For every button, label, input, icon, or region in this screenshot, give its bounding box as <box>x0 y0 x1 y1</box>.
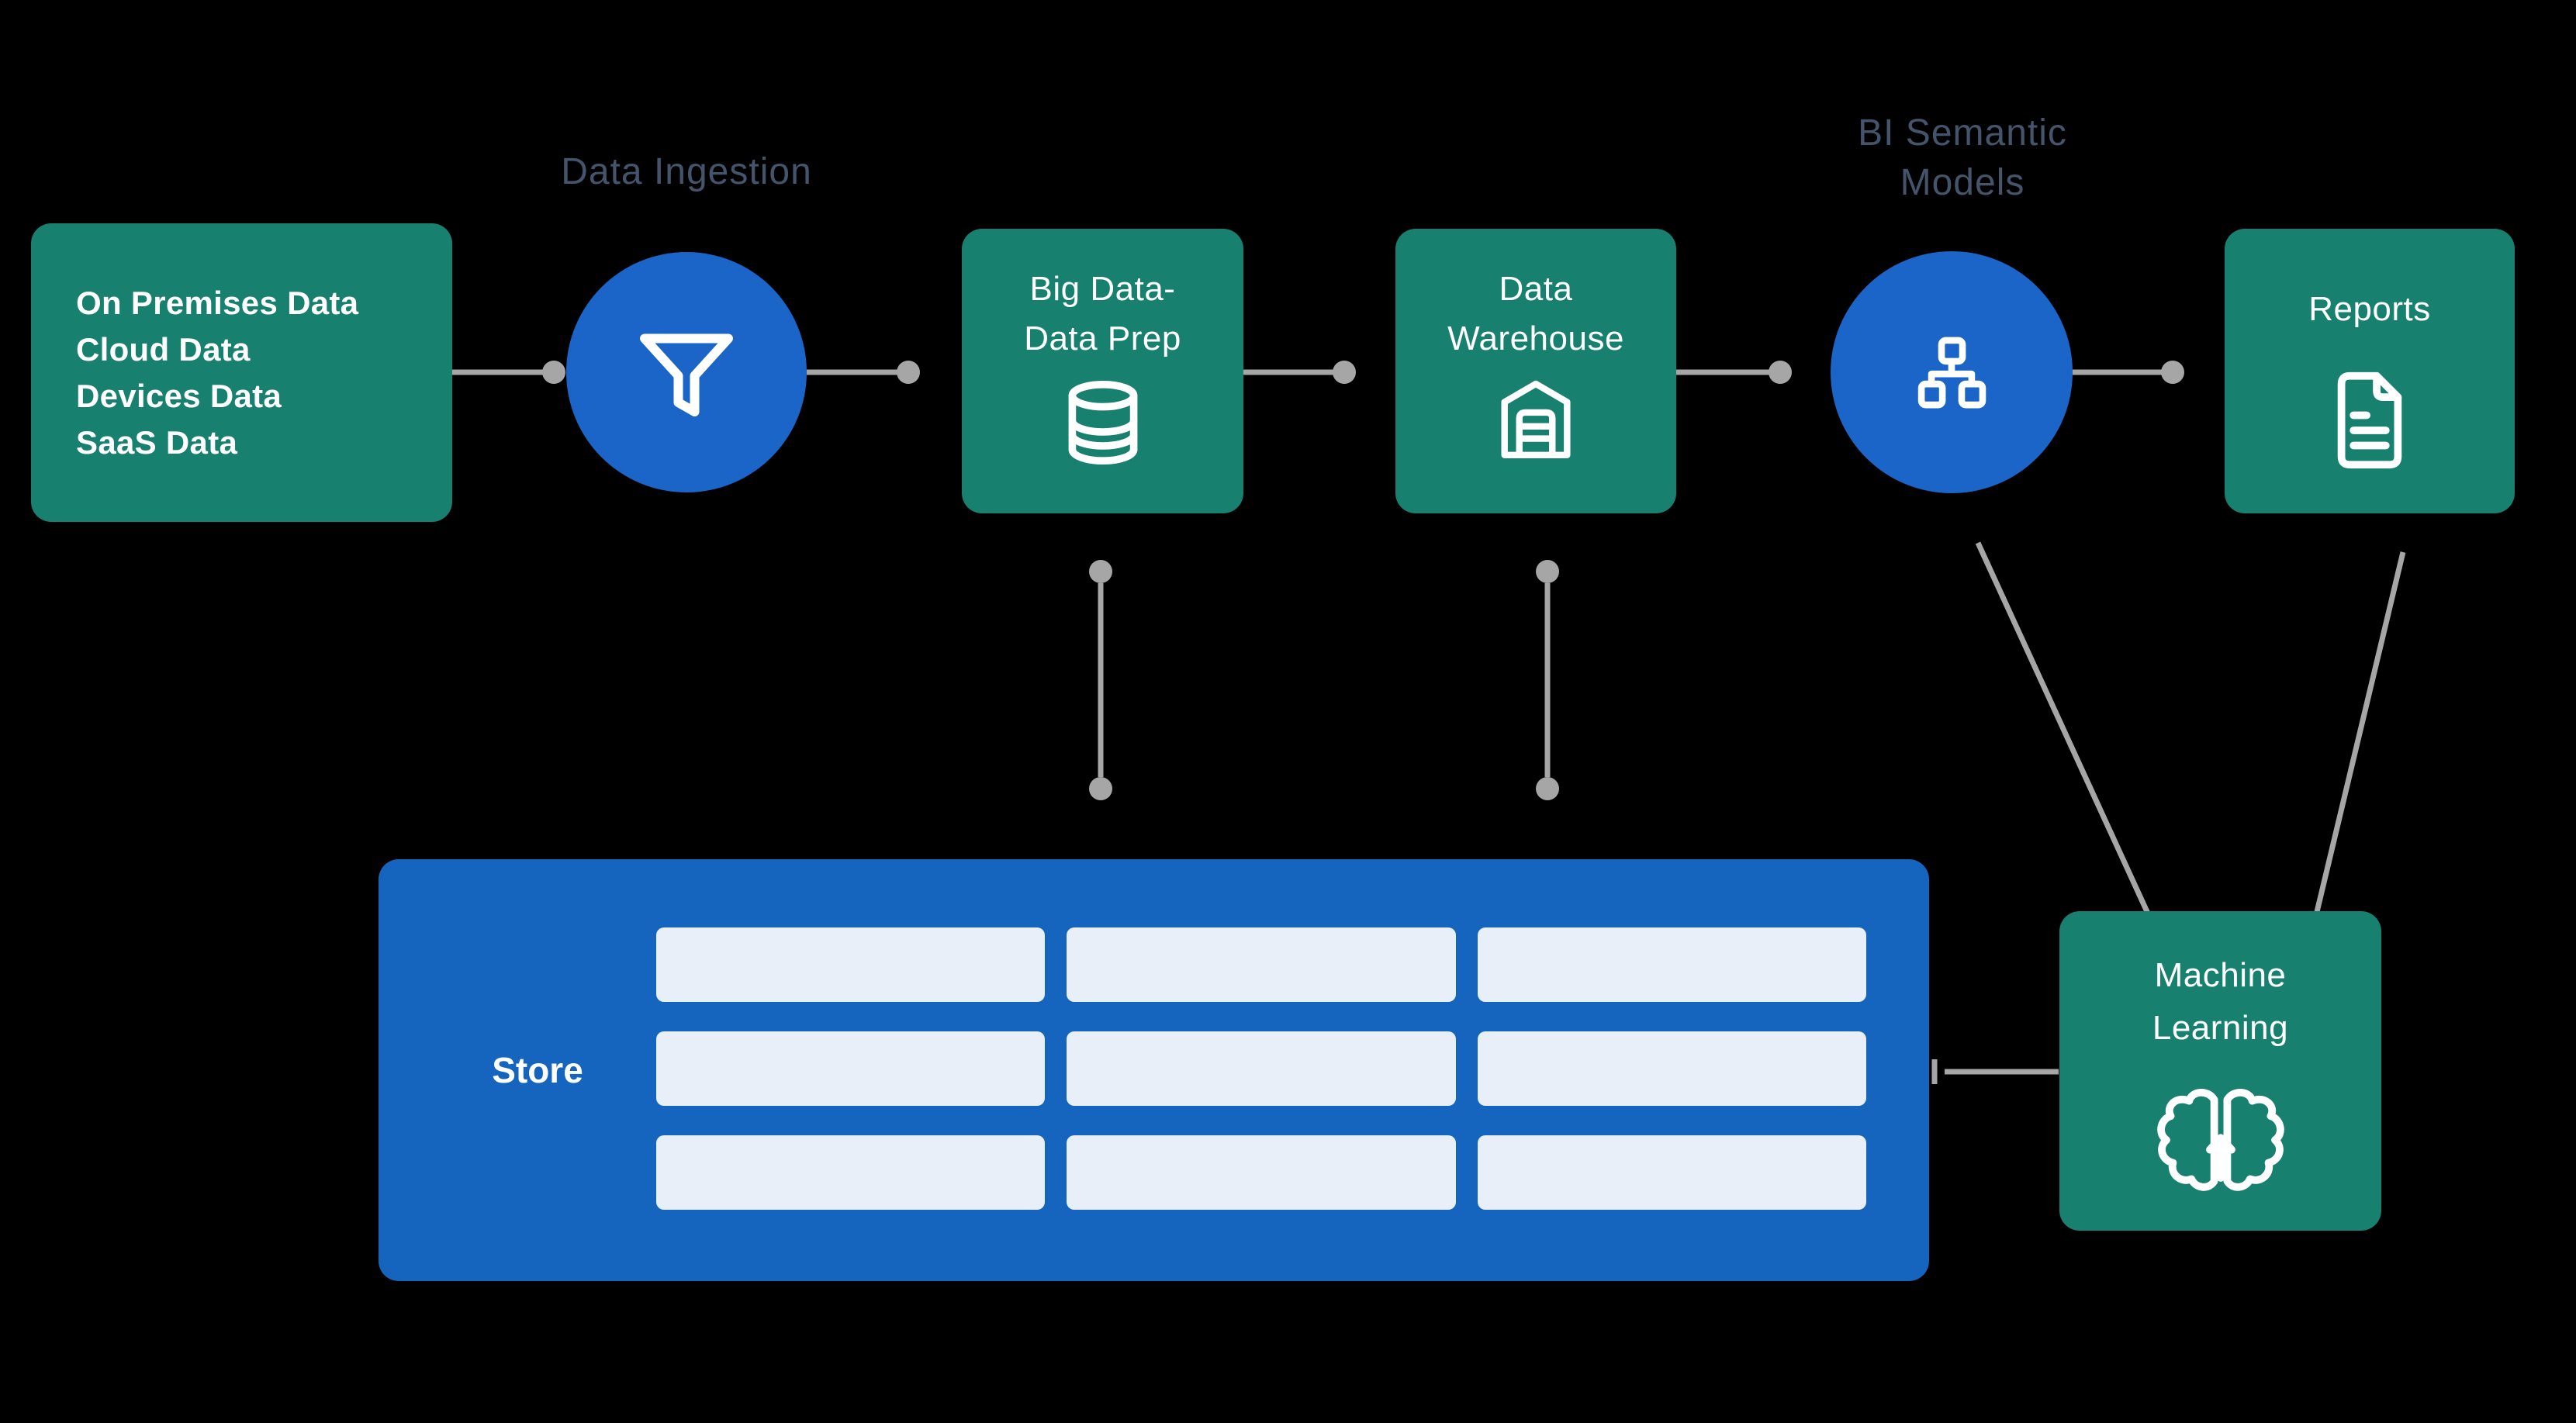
connector-warehouse-to-store <box>1536 560 1559 800</box>
store-grid-cell <box>656 1135 1046 1210</box>
big-data-title-line2: Data Prep <box>1024 319 1181 357</box>
data-ingestion-node <box>566 252 807 492</box>
store-grid-cell <box>1477 1031 1866 1106</box>
reports-title: Reports <box>2308 290 2431 328</box>
source-item: Cloud Data <box>76 330 251 368</box>
connector-warehouse-to-bimodels <box>1676 361 1792 384</box>
bi-semantic-label-line1: BI Semantic <box>1858 112 2067 154</box>
data-warehouse-node: Data Warehouse <box>1395 229 1676 513</box>
data-ingestion-label: Data Ingestion <box>454 147 919 197</box>
hierarchy-icon <box>1910 330 1993 414</box>
data-ingestion-label-text: Data Ingestion <box>561 151 812 192</box>
ml-title-line2: Learning <box>2152 1009 2289 1047</box>
bi-semantic-label-line2: Models <box>1900 162 2025 203</box>
warehouse-title-line1: Data <box>1499 270 1573 308</box>
connector-bigdata-to-store <box>1089 560 1112 800</box>
connector-reports-to-ml <box>2313 551 2406 916</box>
source-item: SaaS Data <box>76 423 238 461</box>
reports-node: Reports <box>2225 229 2515 513</box>
funnel-icon <box>628 314 745 430</box>
connector-sources-to-ingestion <box>451 361 565 384</box>
brain-icon <box>2156 1080 2286 1200</box>
connector-bimodels-to-reports <box>2073 361 2184 384</box>
source-item: Devices Data <box>76 377 282 414</box>
connector-store-to-ml <box>1931 1059 2059 1084</box>
store-grid-row <box>656 927 1866 1002</box>
store-grid-row <box>656 1135 1866 1210</box>
store-grid-cell <box>1067 927 1456 1002</box>
store-grid-cell <box>1477 927 1866 1002</box>
store-grid-cell <box>1067 1135 1456 1210</box>
big-data-prep-node: Big Data- Data Prep <box>962 229 1243 513</box>
data-sources-node: On Premises Data Cloud Data Devices Data… <box>31 223 452 522</box>
connector-bigdata-to-warehouse <box>1243 361 1356 384</box>
ml-title-line1: Machine <box>2154 956 2287 994</box>
store-grid-cell <box>656 927 1046 1002</box>
store-table-grid <box>656 927 1866 1239</box>
source-item: On Premises Data <box>76 284 359 321</box>
database-icon <box>1056 376 1150 469</box>
big-data-title-line1: Big Data- <box>1029 270 1176 308</box>
connector-ingestion-to-bigdata <box>807 361 920 384</box>
bi-semantic-models-label: BI Semantic Models <box>1730 109 2195 208</box>
store-grid-cell <box>656 1031 1046 1106</box>
store-node: Store <box>379 859 1929 1281</box>
machine-learning-node: Machine Learning <box>2059 911 2381 1231</box>
warehouse-title-line2: Warehouse <box>1447 319 1624 357</box>
store-grid-cell <box>1477 1135 1866 1210</box>
store-grid-cell <box>1067 1031 1456 1106</box>
store-grid-row <box>656 1031 1866 1106</box>
store-label: Store <box>492 1050 583 1090</box>
connector-bimodels-to-ml <box>1975 541 2152 917</box>
warehouse-icon <box>1490 377 1582 464</box>
document-icon <box>2319 368 2420 472</box>
bi-semantic-models-node <box>1831 251 2073 493</box>
